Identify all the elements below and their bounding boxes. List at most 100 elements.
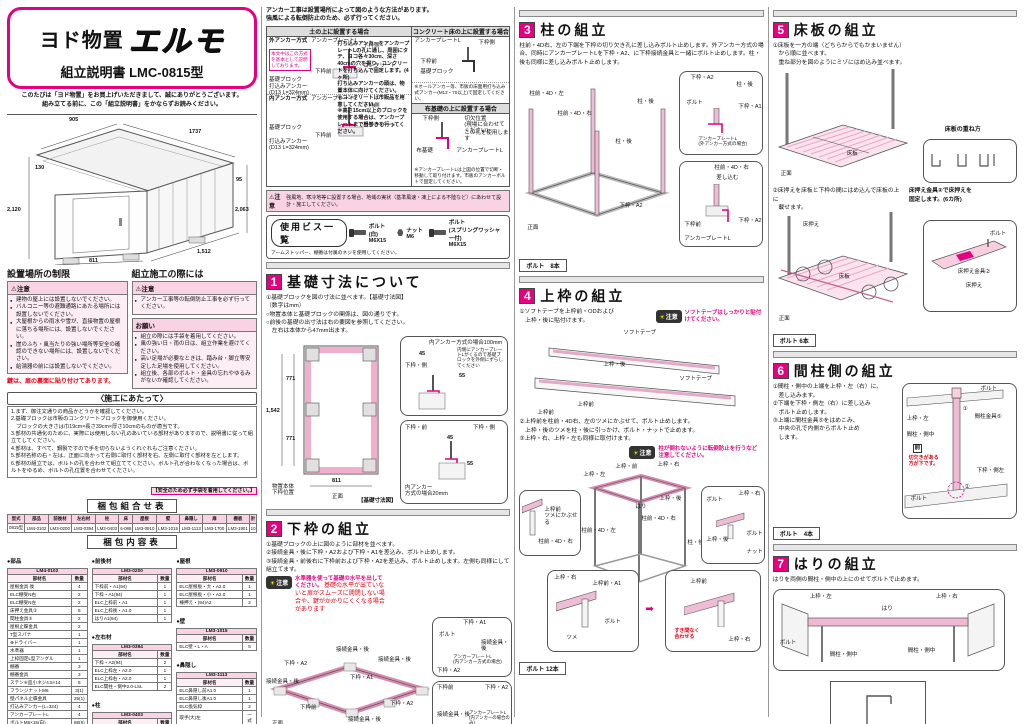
bolt-count: ボルト 8本 xyxy=(519,259,567,273)
shed-illustration xyxy=(28,123,248,265)
part-label: 下枠・A1 xyxy=(738,104,762,111)
inset1-title: 内アンカー方式の場合100mm xyxy=(429,339,503,346)
table-cell: 棚番金具 xyxy=(7,670,72,680)
column-4: 5 床板の組立 ①床板を一方の端（どちらからでもかまいません） から順に並べます… xyxy=(770,5,1020,724)
front-label: 正面 xyxy=(332,493,344,500)
upper-frame-assembly-diagram: 上枠・前 上枠・右 上枠・左 はり 上枠・後 柱前・4D・右 柱前・4D・左 柱… xyxy=(519,462,766,658)
section-2-caution: 注意 水準器を使って基礎の水平を出してください。 基礎の水平が出ていないと扉がス… xyxy=(266,576,386,614)
section-5-step1: ①床板を一方の端（どちらからでもかまいません） から順に並べます。 重ね部分を図… xyxy=(772,43,906,66)
col-header: 部材名 xyxy=(91,650,159,660)
combo-header: 鼻隠し xyxy=(179,514,204,525)
caution-pink-text: 水準器を使って基礎の水平を出してください。 xyxy=(295,576,383,590)
section-6-steps: ①間柱・側中の上端を上枠・左（右）に、 差し込みます。 ②下端を下枠・側左（右）… xyxy=(772,384,883,441)
combo-header: 左右材 xyxy=(71,514,96,525)
table-cell: 4 xyxy=(70,710,88,720)
table-cell: 取手(大)左 xyxy=(176,710,244,724)
shed-drawing: 905 1737 130 95 2,120 2,063 811 1,512 xyxy=(7,115,257,265)
col-header: 数量 xyxy=(242,634,258,644)
screw-item: ボルト (スプリングワッシャー付) M6X15 xyxy=(448,219,501,248)
table-cell: 3 xyxy=(70,662,88,672)
table-cell: 6 xyxy=(70,606,88,616)
dim-bottom-depth: 1,512 xyxy=(197,249,211,255)
gap-note: すき間なく 合わせる xyxy=(674,627,700,640)
anchor-concrete-header: コンクリート床の上に設置する場合 xyxy=(412,26,510,37)
body-position-label: 物置本体 下枠位置 xyxy=(272,483,295,497)
pack-code: LM4-0102 xyxy=(7,568,88,575)
anchor-center-text: 打ち込みアンカーをアンカープレートLの孔に通し、周囲にタテ、ヨコ各々30cm、深… xyxy=(337,40,410,135)
table-cell: ELC間柱・側中2.0-LSL xyxy=(91,682,159,692)
col-header: 部材名 xyxy=(91,574,159,584)
dim-height-left: 2,120 xyxy=(7,207,21,213)
section-number: 7 xyxy=(772,556,789,573)
bolt-icon xyxy=(429,228,446,237)
foundation-plan xyxy=(281,345,379,486)
category-label: ●鼻隠し xyxy=(176,663,197,670)
table-cell: LM3-0394 xyxy=(71,523,96,534)
caution-text: ソフトテープはしっかりと貼付けてください。 xyxy=(684,310,762,324)
floor-presser-inset: ボルト 床押え金具② 床押え xyxy=(922,220,1017,313)
concrete-note: ※オールアンカー等、市販の床面用打ち込み式アンカー(M12・70以上)で固定して… xyxy=(412,83,510,104)
bolt-count: ボルト 12本 xyxy=(519,661,566,675)
inset-sketch xyxy=(716,512,745,539)
document-title: 組立説明書 LMC-0815型 xyxy=(60,65,204,80)
block-label: 基礎ブロック xyxy=(269,124,303,131)
foundation-inset-2: 下枠・前 下枠・側 45 55 内アンカー 方式の場合20mm xyxy=(400,419,508,504)
intro-text: このたびは「ヨド物置」をお買上げいただきまして、誠にありがとうございます。 組み… xyxy=(7,89,257,115)
caution-strip-text: 強風地、寒冷地等に設置する場合、地域の実状（基準風速・凍上による不陸など）にあわ… xyxy=(286,194,502,208)
site-restrictions: 設置場所の制限 ⚠注意 建物の屋上には設置しないでください。バルコニー等の避難通… xyxy=(7,265,128,389)
plate-label: アンカープレートL xyxy=(311,37,358,44)
part-label: 接続金具・後 xyxy=(378,656,412,663)
section-7-header: 7 はりの組立 xyxy=(772,554,1017,574)
part-label: 柱前・4D・左 xyxy=(581,527,616,534)
arrow-icon: ➡ xyxy=(645,603,654,615)
category-label: ●部品 xyxy=(7,559,22,566)
table-cell: はりA1(94) xyxy=(91,614,159,624)
inner-method-label: 内アンカー方式 xyxy=(269,95,308,102)
part-label: 下枠・A2 xyxy=(437,667,461,674)
table-cell: 上枠固定L型アングル xyxy=(7,654,72,664)
site-items: 建物の屋上には設置しないでください。バルコニー等の避難通路にあたる場所には設置し… xyxy=(7,295,128,375)
section-title: 上枠の組立 xyxy=(540,288,626,305)
request-items: 組立の際には手袋を着用してください。風の強い日・雨の日は、組立作業を避けてくださ… xyxy=(131,331,257,389)
part-label: ボルト xyxy=(439,631,456,638)
table-cell: 2 xyxy=(242,702,258,712)
front-marker: 前 xyxy=(912,444,923,453)
beam-section-figure: はり断面図 xyxy=(830,680,927,724)
bolt-label: ボルト xyxy=(706,496,723,503)
plate-label: アンカープレートL xyxy=(414,37,461,44)
table-cell: 屋根止蝶金具 xyxy=(7,622,72,632)
table-cell: ボルトM6×15(白) xyxy=(7,718,72,724)
table-cell: 床押え金具② xyxy=(7,606,72,616)
shitawaku-side-label: 下枠・側 xyxy=(473,424,496,431)
gloves-highlight: 【安全のため必ず手袋を着用してください。】 xyxy=(150,487,257,496)
assembly-caution-label: ⚠注意 xyxy=(131,281,257,295)
inset-sketch xyxy=(930,239,1007,270)
construction-heading: 〈施工にあたって〉 xyxy=(7,391,257,405)
anchor-sketch xyxy=(332,48,358,79)
caution-strip-label: ⚠注意 xyxy=(269,194,281,210)
section-1-header: 1 基礎寸法について xyxy=(266,272,510,292)
list-item: 3.部材の共通化のために、実際には使用しない孔のあいている部材がありますので、説… xyxy=(11,431,253,445)
anchor-concrete-cell: コンクリート床の上に設置する場合 アンカープレートL 下枠側 下枠前 基礎ブロッ… xyxy=(412,26,510,186)
table-cell: 5 xyxy=(242,642,258,652)
assembly-heading: 組立施工の際には xyxy=(131,269,204,279)
part-label: 柱前・4D・右 xyxy=(557,111,592,118)
shitawaku-gawa-label: 下枠側 xyxy=(363,102,380,109)
column-divider xyxy=(514,7,516,717)
part-label: 接続金具・後 xyxy=(266,678,300,685)
table-cell: ELC壁・L・A xyxy=(176,642,244,652)
table-cell: 2 xyxy=(70,622,88,632)
part-label: 上枠・左 xyxy=(809,593,832,600)
section-title: 柱の組立 xyxy=(540,22,609,38)
col-header: 部材名 xyxy=(91,718,159,724)
list-item: 5.部材名称の右・左は、正面に向かって右側に取付く部材を右、左側に取付く部材を左… xyxy=(11,453,243,460)
pillar-diagram: 柱前・4D・左 柱前・4D・右 柱・後 柱・後 下枠・A2 正面 下枠・A2 柱… xyxy=(519,67,764,255)
table-cell: 1 xyxy=(157,598,173,608)
floor-diagram-2: 床押え 床板 正面 ボルト 床押え金具② 床押え xyxy=(773,212,1017,330)
